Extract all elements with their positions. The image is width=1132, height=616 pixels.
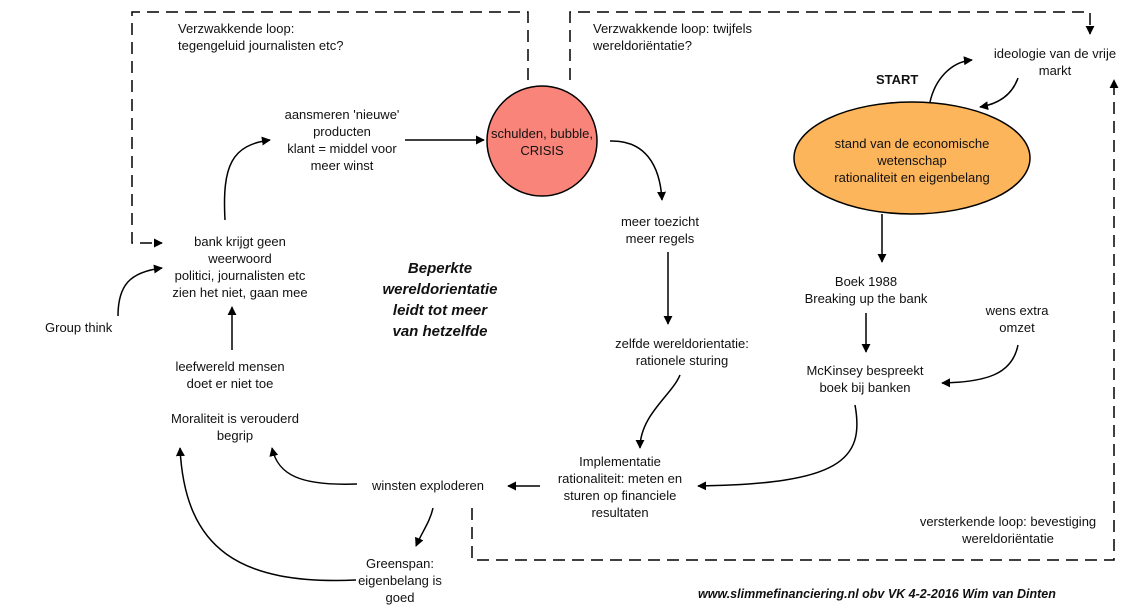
loop-boundary-bottom-right xyxy=(471,79,1119,561)
crisis-label: schulden, bubble,CRISIS xyxy=(491,126,593,158)
arrow-profits-to-morality xyxy=(269,447,358,485)
arrow-groupthink-to-bank xyxy=(117,264,163,317)
loop-boundary-top-left xyxy=(131,11,529,248)
arrow-wish-to-mckinsey xyxy=(941,344,1019,388)
arrow-ideology-to-economics xyxy=(979,77,1019,111)
loop-boundary-top-right xyxy=(569,11,1095,80)
arrow-mckinsey-to-implementation xyxy=(697,404,858,491)
arrow-greenspan-to-morality xyxy=(175,447,357,582)
start-label: START xyxy=(876,72,919,87)
profits-label: winsten exploderen xyxy=(372,478,485,493)
crisis-node xyxy=(486,85,598,197)
arrow-crisis-to-oversight xyxy=(609,140,667,201)
credit-footer: www.slimmefinanciering.nl obv VK 4-2-201… xyxy=(698,587,1056,601)
arrow-bank-to-smear xyxy=(223,136,271,221)
arrow-profits-to-greenspan xyxy=(415,507,434,547)
economics-node xyxy=(793,101,1031,215)
arrow-same-to-implementation xyxy=(635,374,681,449)
group-think-label: Group think xyxy=(45,320,113,335)
arrow-start-to-ideology xyxy=(929,56,973,103)
same-worldview-label: zelfde wereldorientatie:rationele sturin… xyxy=(615,336,749,368)
loop-label-top-left: Verzwakkende loop:tegengeluid journalist… xyxy=(178,21,344,53)
